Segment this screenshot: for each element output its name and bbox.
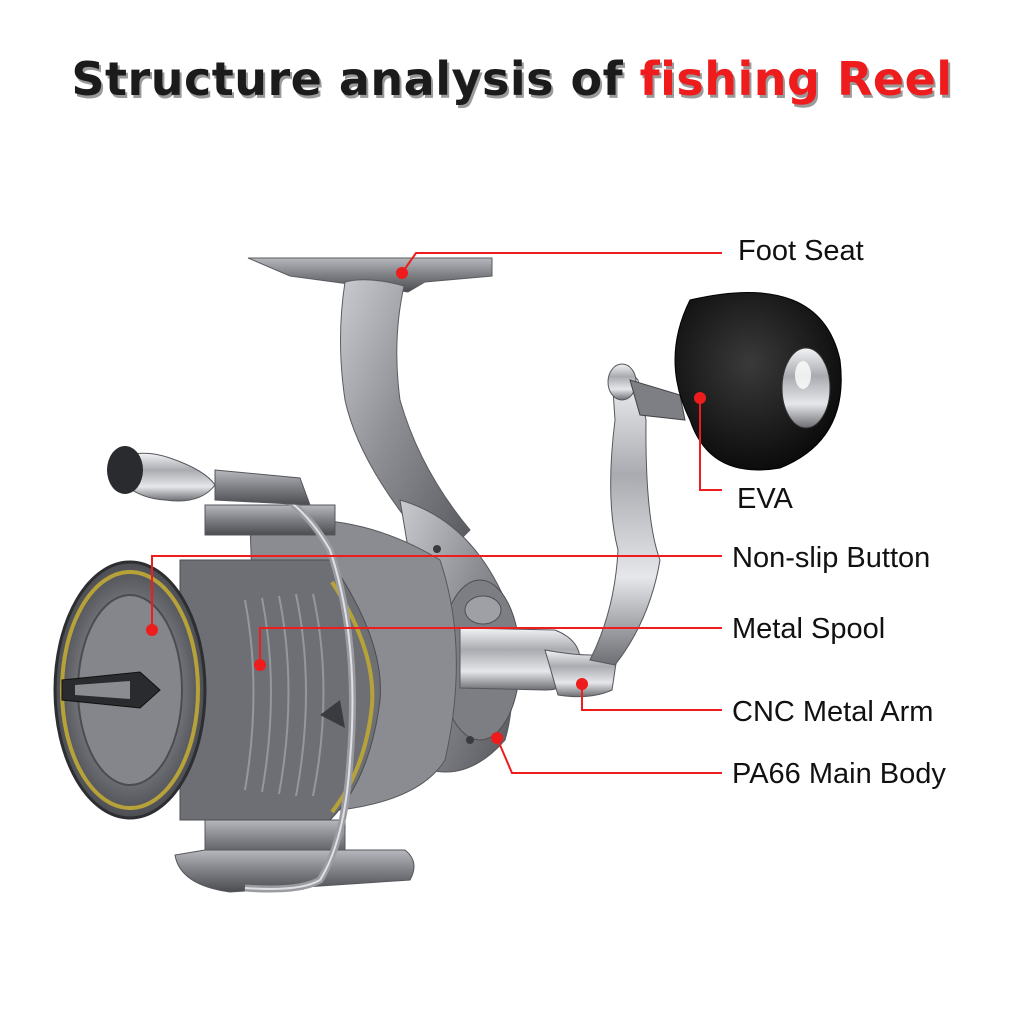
- handle-part: [459, 292, 842, 698]
- label-metal-spool: Metal Spool: [732, 613, 886, 645]
- callout-dot-metal-spool: [254, 659, 266, 671]
- label-pa66-main-body: PA66 Main Body: [732, 758, 946, 790]
- label-eva: EVA: [737, 483, 793, 515]
- callout-dot-pa66-main-body: [491, 732, 503, 744]
- callout-dot-non-slip-button: [146, 624, 158, 636]
- metal-spool-part: [53, 559, 381, 821]
- callout-dot-eva: [694, 392, 706, 404]
- callout-dot-cnc-metal-arm: [576, 678, 588, 690]
- foot-seat-part: [247, 257, 493, 561]
- bail-part: [107, 446, 356, 893]
- label-cnc-metal-arm: CNC Metal Arm: [732, 696, 934, 728]
- callout-dot-foot-seat: [396, 267, 408, 279]
- page-title: Structure analysis of fishing Reel: [0, 52, 1024, 106]
- title-part-dark: Structure analysis of: [71, 52, 624, 106]
- label-foot-seat: Foot Seat: [738, 235, 864, 267]
- label-non-slip-button: Non-slip Button: [732, 542, 931, 574]
- title-part-accent: fishing Reel: [639, 52, 953, 106]
- callout-line-pa66-main-body: [496, 737, 722, 774]
- callout-lines: [151, 252, 722, 774]
- callout-line-eva: [699, 398, 722, 491]
- callout-line-cnc-metal-arm: [581, 684, 722, 711]
- callout-line-metal-spool: [259, 627, 722, 665]
- callout-line-non-slip-button: [151, 555, 722, 630]
- callout-line-foot-seat: [401, 252, 722, 274]
- callout-dots: [146, 267, 706, 744]
